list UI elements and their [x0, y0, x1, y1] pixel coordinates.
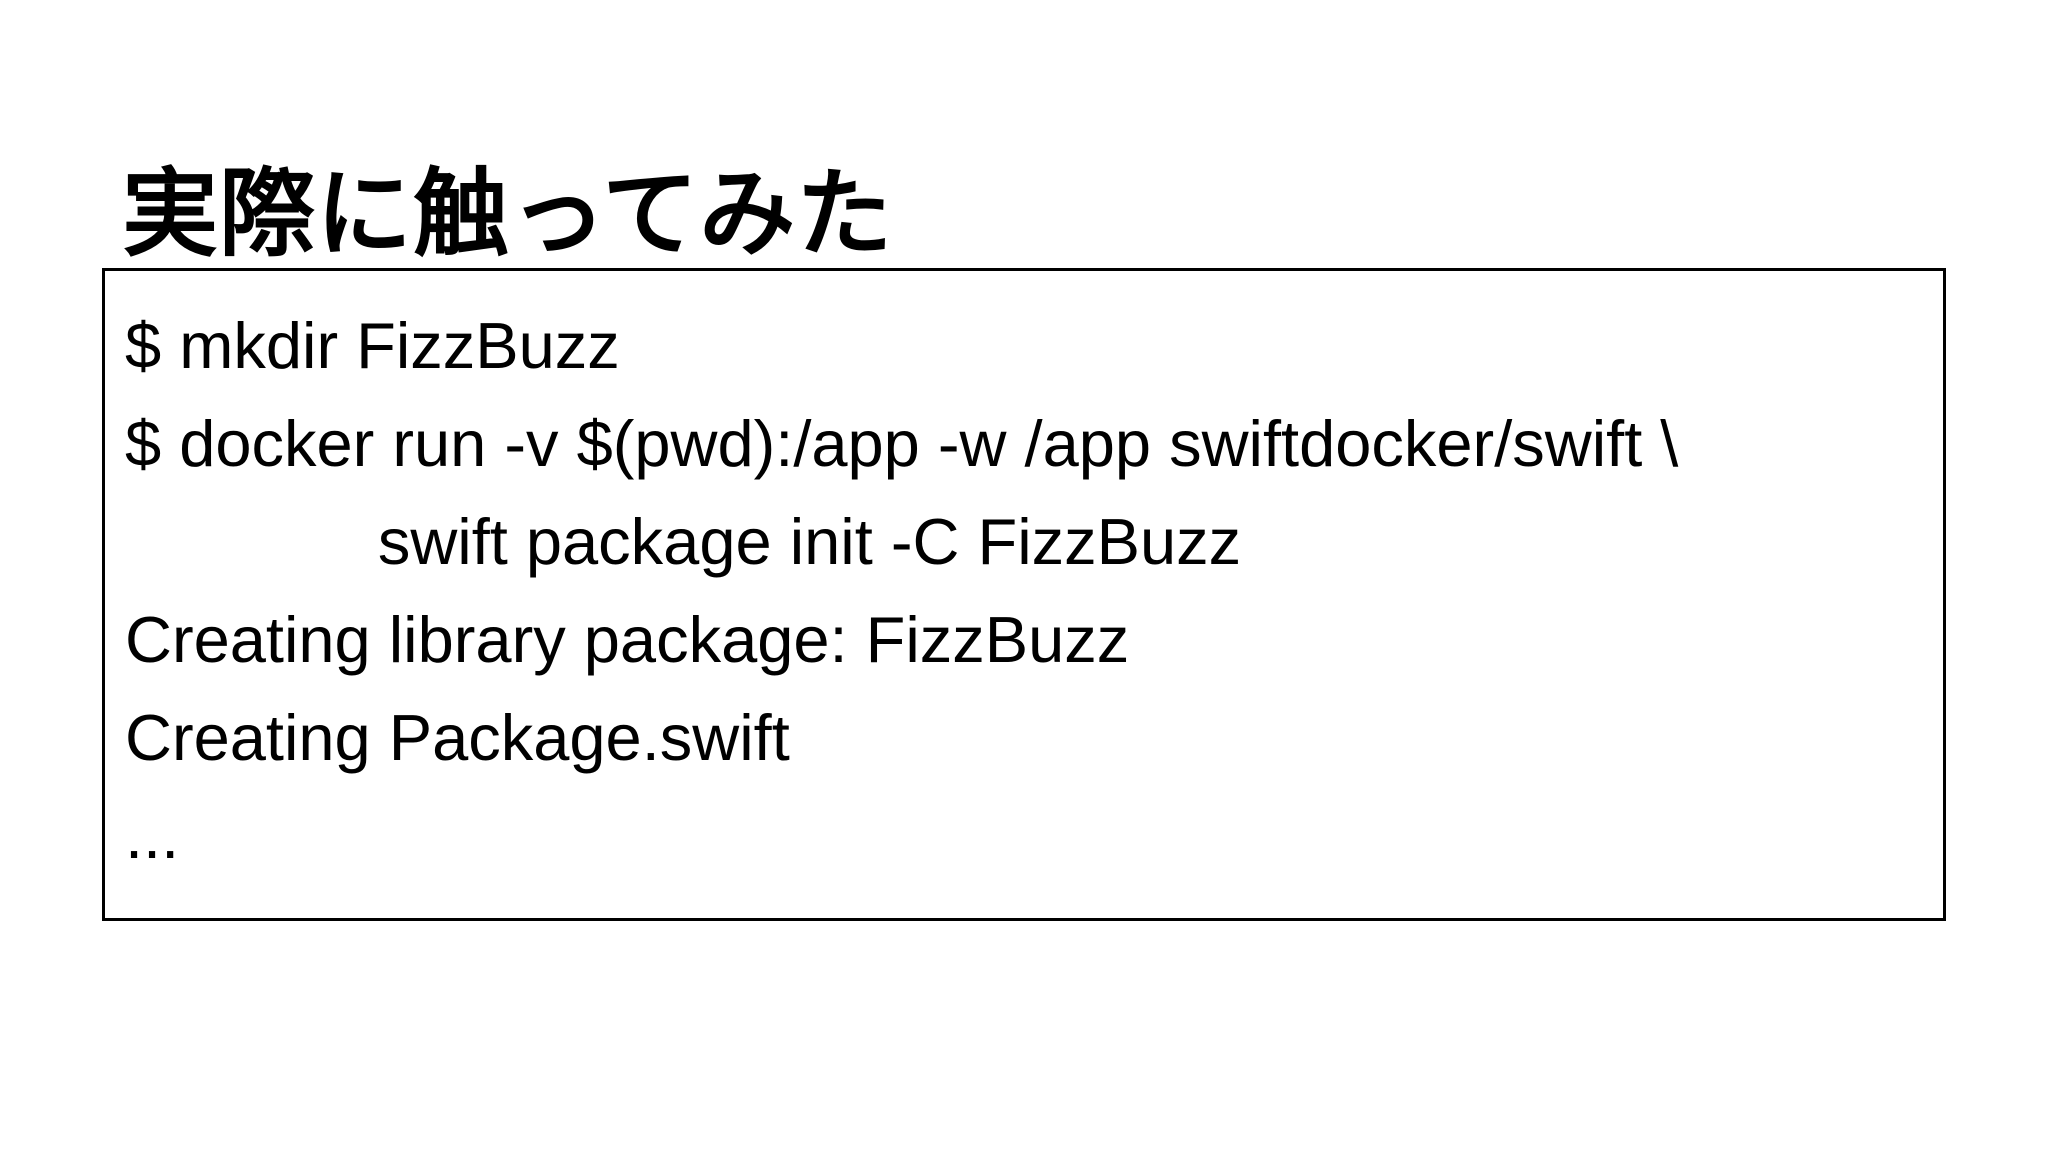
terminal-line-creating-library: Creating library package: FizzBuzz — [125, 603, 1130, 676]
terminal-line-creating-package-swift: Creating Package.swift — [125, 701, 790, 774]
terminal-line-mkdir: $ mkdir FizzBuzz — [125, 309, 620, 382]
terminal-lines: $ mkdir FizzBuzz $ docker run -v $(pwd):… — [105, 271, 1943, 885]
terminal-line-docker-run: $ docker run -v $(pwd):/app -w /app swif… — [125, 407, 1679, 480]
slide-title: 実際に触ってみた — [122, 161, 894, 269]
terminal-line-swift-package-init: swift package init -C FizzBuzz — [125, 505, 1242, 578]
terminal-output-box: $ mkdir FizzBuzz $ docker run -v $(pwd):… — [102, 268, 1946, 921]
terminal-line-ellipsis: ... — [125, 799, 180, 872]
